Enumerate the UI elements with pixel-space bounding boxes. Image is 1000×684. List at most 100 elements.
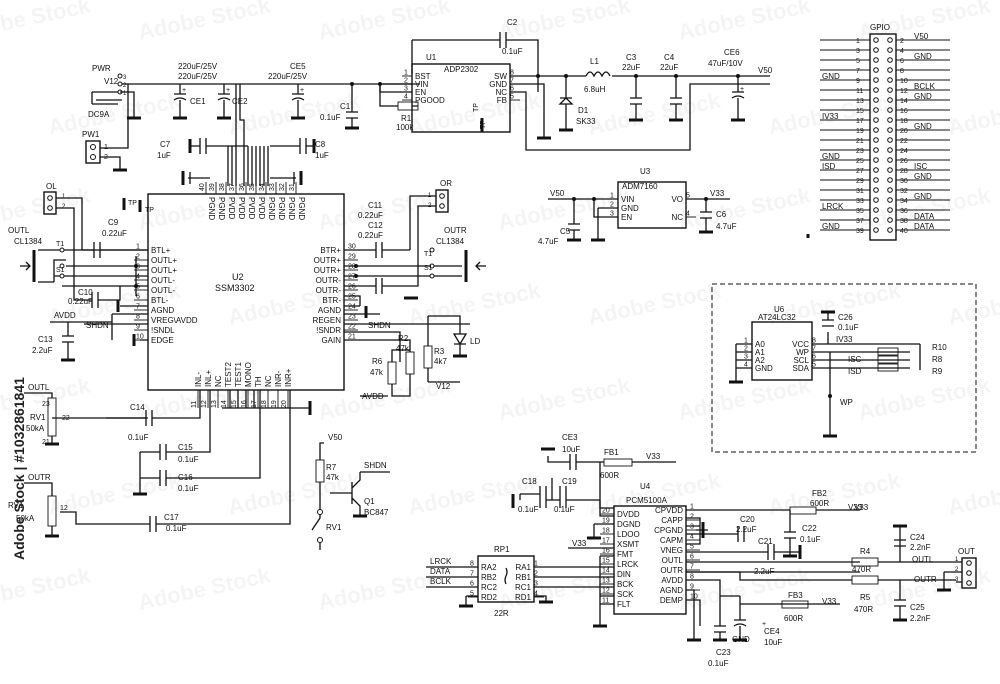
pin-name: PVDD bbox=[247, 197, 256, 219]
svg-text:+: + bbox=[762, 621, 766, 628]
adp2302-chip bbox=[411, 63, 511, 133]
svg-text:47k: 47k bbox=[326, 473, 340, 482]
svg-text:100k: 100k bbox=[396, 123, 414, 132]
pin-name: CAPM bbox=[660, 536, 683, 545]
gpio-net-label: GND bbox=[822, 222, 840, 231]
pin-name: RD2 bbox=[481, 593, 498, 602]
pin-name: FMT bbox=[617, 550, 634, 559]
gpio-pin-number: 29 bbox=[856, 178, 864, 185]
svg-text:R3: R3 bbox=[434, 347, 445, 356]
svg-text:22uF: 22uF bbox=[660, 63, 678, 72]
svg-text:OUTR: OUTR bbox=[914, 575, 937, 584]
gpio-pin bbox=[873, 57, 879, 63]
pin-name: NC bbox=[264, 375, 273, 387]
pin-name: NC bbox=[495, 88, 507, 97]
gpio-pin-number: 34 bbox=[900, 198, 908, 205]
gpio-pin bbox=[887, 177, 893, 183]
svg-text:GPIO: GPIO bbox=[870, 23, 890, 32]
pin-name: BST bbox=[415, 72, 431, 81]
svg-text:4.7uF: 4.7uF bbox=[538, 237, 559, 246]
svg-text:LD: LD bbox=[470, 337, 480, 346]
pin-number: 6 bbox=[812, 354, 816, 361]
svg-text:C3: C3 bbox=[626, 53, 637, 62]
pin-name: A0 bbox=[755, 340, 765, 349]
watermark-text: Adobe Stock bbox=[46, 87, 183, 140]
svg-text:C9: C9 bbox=[108, 218, 119, 227]
gpio-pin-number: 35 bbox=[856, 208, 864, 215]
pin-name: SCL bbox=[793, 356, 809, 365]
watermark-text: Adobe Stock bbox=[496, 372, 633, 425]
pin-name: OUTR+ bbox=[314, 266, 342, 275]
gpio-pin-number: 17 bbox=[856, 118, 864, 125]
pin-name: OUTR+ bbox=[314, 256, 342, 265]
gpio-pin bbox=[887, 117, 893, 123]
pin-number: 10 bbox=[136, 334, 144, 341]
pin-name: LRCK bbox=[617, 560, 639, 569]
adp-ref: U1 bbox=[426, 53, 437, 62]
gpio-net-label: GND bbox=[914, 52, 932, 61]
gpio-pin-number: 1 bbox=[856, 38, 860, 45]
svg-text:10uF: 10uF bbox=[562, 445, 580, 454]
pin-name: GND bbox=[621, 204, 639, 213]
pin-name: RC1 bbox=[515, 583, 532, 592]
pin-name: RD1 bbox=[515, 593, 532, 602]
svg-text:+: + bbox=[182, 87, 186, 94]
pin-name: RC2 bbox=[481, 583, 498, 592]
pin-number: 15 bbox=[231, 400, 238, 408]
pin-number: 27 bbox=[348, 274, 356, 281]
pin-number: 20 bbox=[281, 400, 288, 408]
svg-text:S1: S1 bbox=[424, 265, 433, 272]
svg-text:2.2uF: 2.2uF bbox=[736, 525, 757, 534]
pin-number: 13 bbox=[211, 400, 218, 408]
svg-text:C10: C10 bbox=[78, 288, 93, 297]
pin-name: OUTR- bbox=[316, 276, 342, 285]
power-input: PWR V12 DC9A 321 PW1 12 220uF/25V 220uF/… bbox=[82, 62, 420, 186]
svg-text:FB2: FB2 bbox=[812, 489, 827, 498]
svg-text:0.1uF: 0.1uF bbox=[178, 484, 199, 493]
pin-number: 37 bbox=[229, 183, 236, 191]
pin-number: 31 bbox=[289, 183, 296, 191]
gpio-pin-number: 25 bbox=[856, 158, 864, 165]
watermark-text: Adobe Stock bbox=[946, 277, 1000, 330]
svg-text:V33: V33 bbox=[848, 503, 863, 512]
gpio-pin bbox=[873, 137, 879, 143]
gpio-pin bbox=[873, 227, 879, 233]
svg-text:U6: U6 bbox=[774, 305, 785, 314]
pin-number: 15 bbox=[602, 558, 610, 565]
watermark-text: Adobe Stock bbox=[136, 0, 273, 45]
pin-number: 22 bbox=[348, 324, 356, 331]
gpio-net-label: V50 bbox=[914, 32, 929, 41]
pin-name: GND bbox=[489, 80, 507, 89]
gpio-pin bbox=[873, 107, 879, 113]
gpio-pin-number: 15 bbox=[856, 108, 864, 115]
pin-number: 19 bbox=[271, 400, 278, 408]
pin-name: DIN bbox=[617, 570, 631, 579]
svg-text:CE5: CE5 bbox=[290, 62, 306, 71]
pin-name: AVDD bbox=[661, 576, 683, 585]
pin-number: 16 bbox=[602, 548, 610, 555]
gpio-pin-number: 2 bbox=[900, 38, 904, 45]
watermark-text: Adobe Stock bbox=[676, 0, 813, 45]
svg-text:U3: U3 bbox=[640, 167, 651, 176]
pin-name: TEST2 bbox=[224, 362, 233, 387]
gpio-pin-number: 38 bbox=[900, 218, 908, 225]
svg-text:0.1uF: 0.1uF bbox=[166, 524, 187, 533]
svg-text:C25: C25 bbox=[910, 603, 925, 612]
pin-number: 3 bbox=[744, 354, 748, 361]
pin-name: PGND bbox=[207, 197, 216, 220]
pin-name: DVDD bbox=[617, 510, 640, 519]
svg-text:600R: 600R bbox=[784, 614, 803, 623]
pin-number: 18 bbox=[261, 400, 268, 408]
pin-name: PGND bbox=[297, 197, 306, 220]
svg-text:RV1: RV1 bbox=[326, 523, 342, 532]
pin-name: OUTL- bbox=[151, 286, 175, 295]
pin-name: A2 bbox=[755, 356, 765, 365]
pin-name: WP bbox=[796, 348, 809, 357]
pin-name: TEST1 bbox=[234, 362, 243, 387]
gpio-pin bbox=[873, 37, 879, 43]
svg-text:RV1: RV1 bbox=[8, 501, 24, 510]
pin-name: BTR+ bbox=[320, 246, 341, 255]
